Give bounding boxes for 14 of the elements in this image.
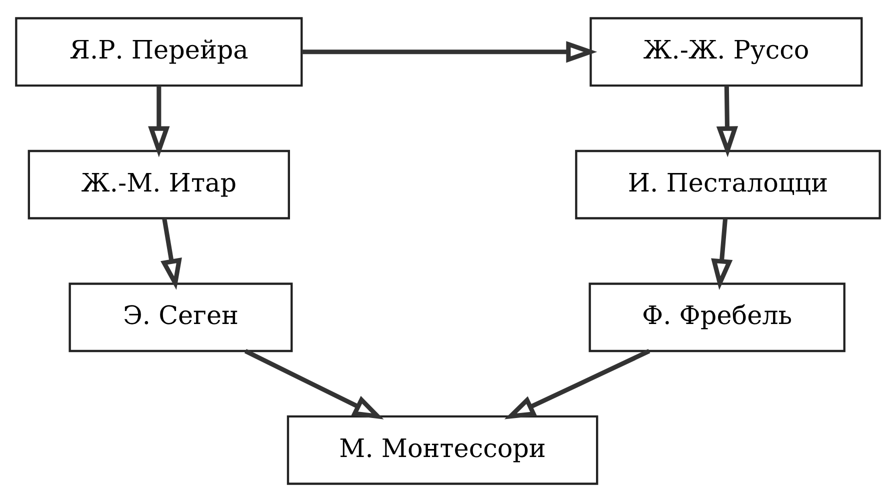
arrow: [160, 217, 182, 290]
arrow: [302, 40, 598, 62]
node-box: Ф. Фребель: [588, 282, 846, 352]
node-box: М. Монтессори: [286, 414, 598, 484]
node-box: Ж.-Ж. Руссо: [590, 16, 863, 86]
arrow: [244, 348, 384, 419]
arrow: [716, 85, 738, 157]
arrow: [148, 85, 170, 157]
node-box: Ж.-М. Итар: [28, 149, 290, 219]
arrow: [711, 218, 733, 290]
arrow: [504, 348, 650, 419]
node-box: Я.Р. Перейра: [15, 16, 303, 86]
node-box: Э. Сеген: [68, 282, 293, 352]
node-box: И. Песталоцци: [575, 149, 881, 219]
